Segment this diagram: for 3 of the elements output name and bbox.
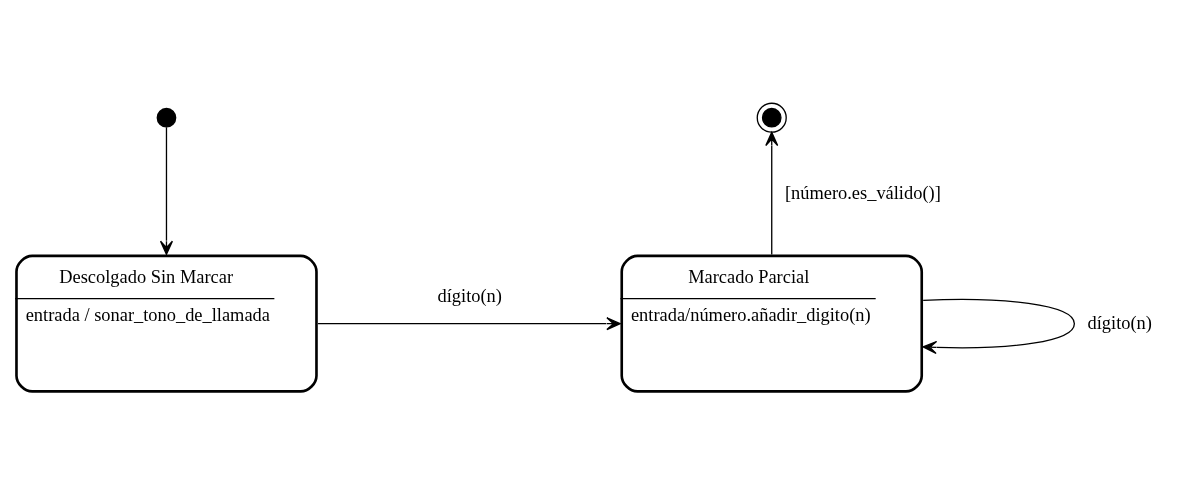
edge-label: dígito(n) — [1087, 313, 1152, 334]
edge-label: dígito(n) — [437, 286, 502, 307]
edge-label: [número.es_válido()] — [784, 182, 941, 203]
